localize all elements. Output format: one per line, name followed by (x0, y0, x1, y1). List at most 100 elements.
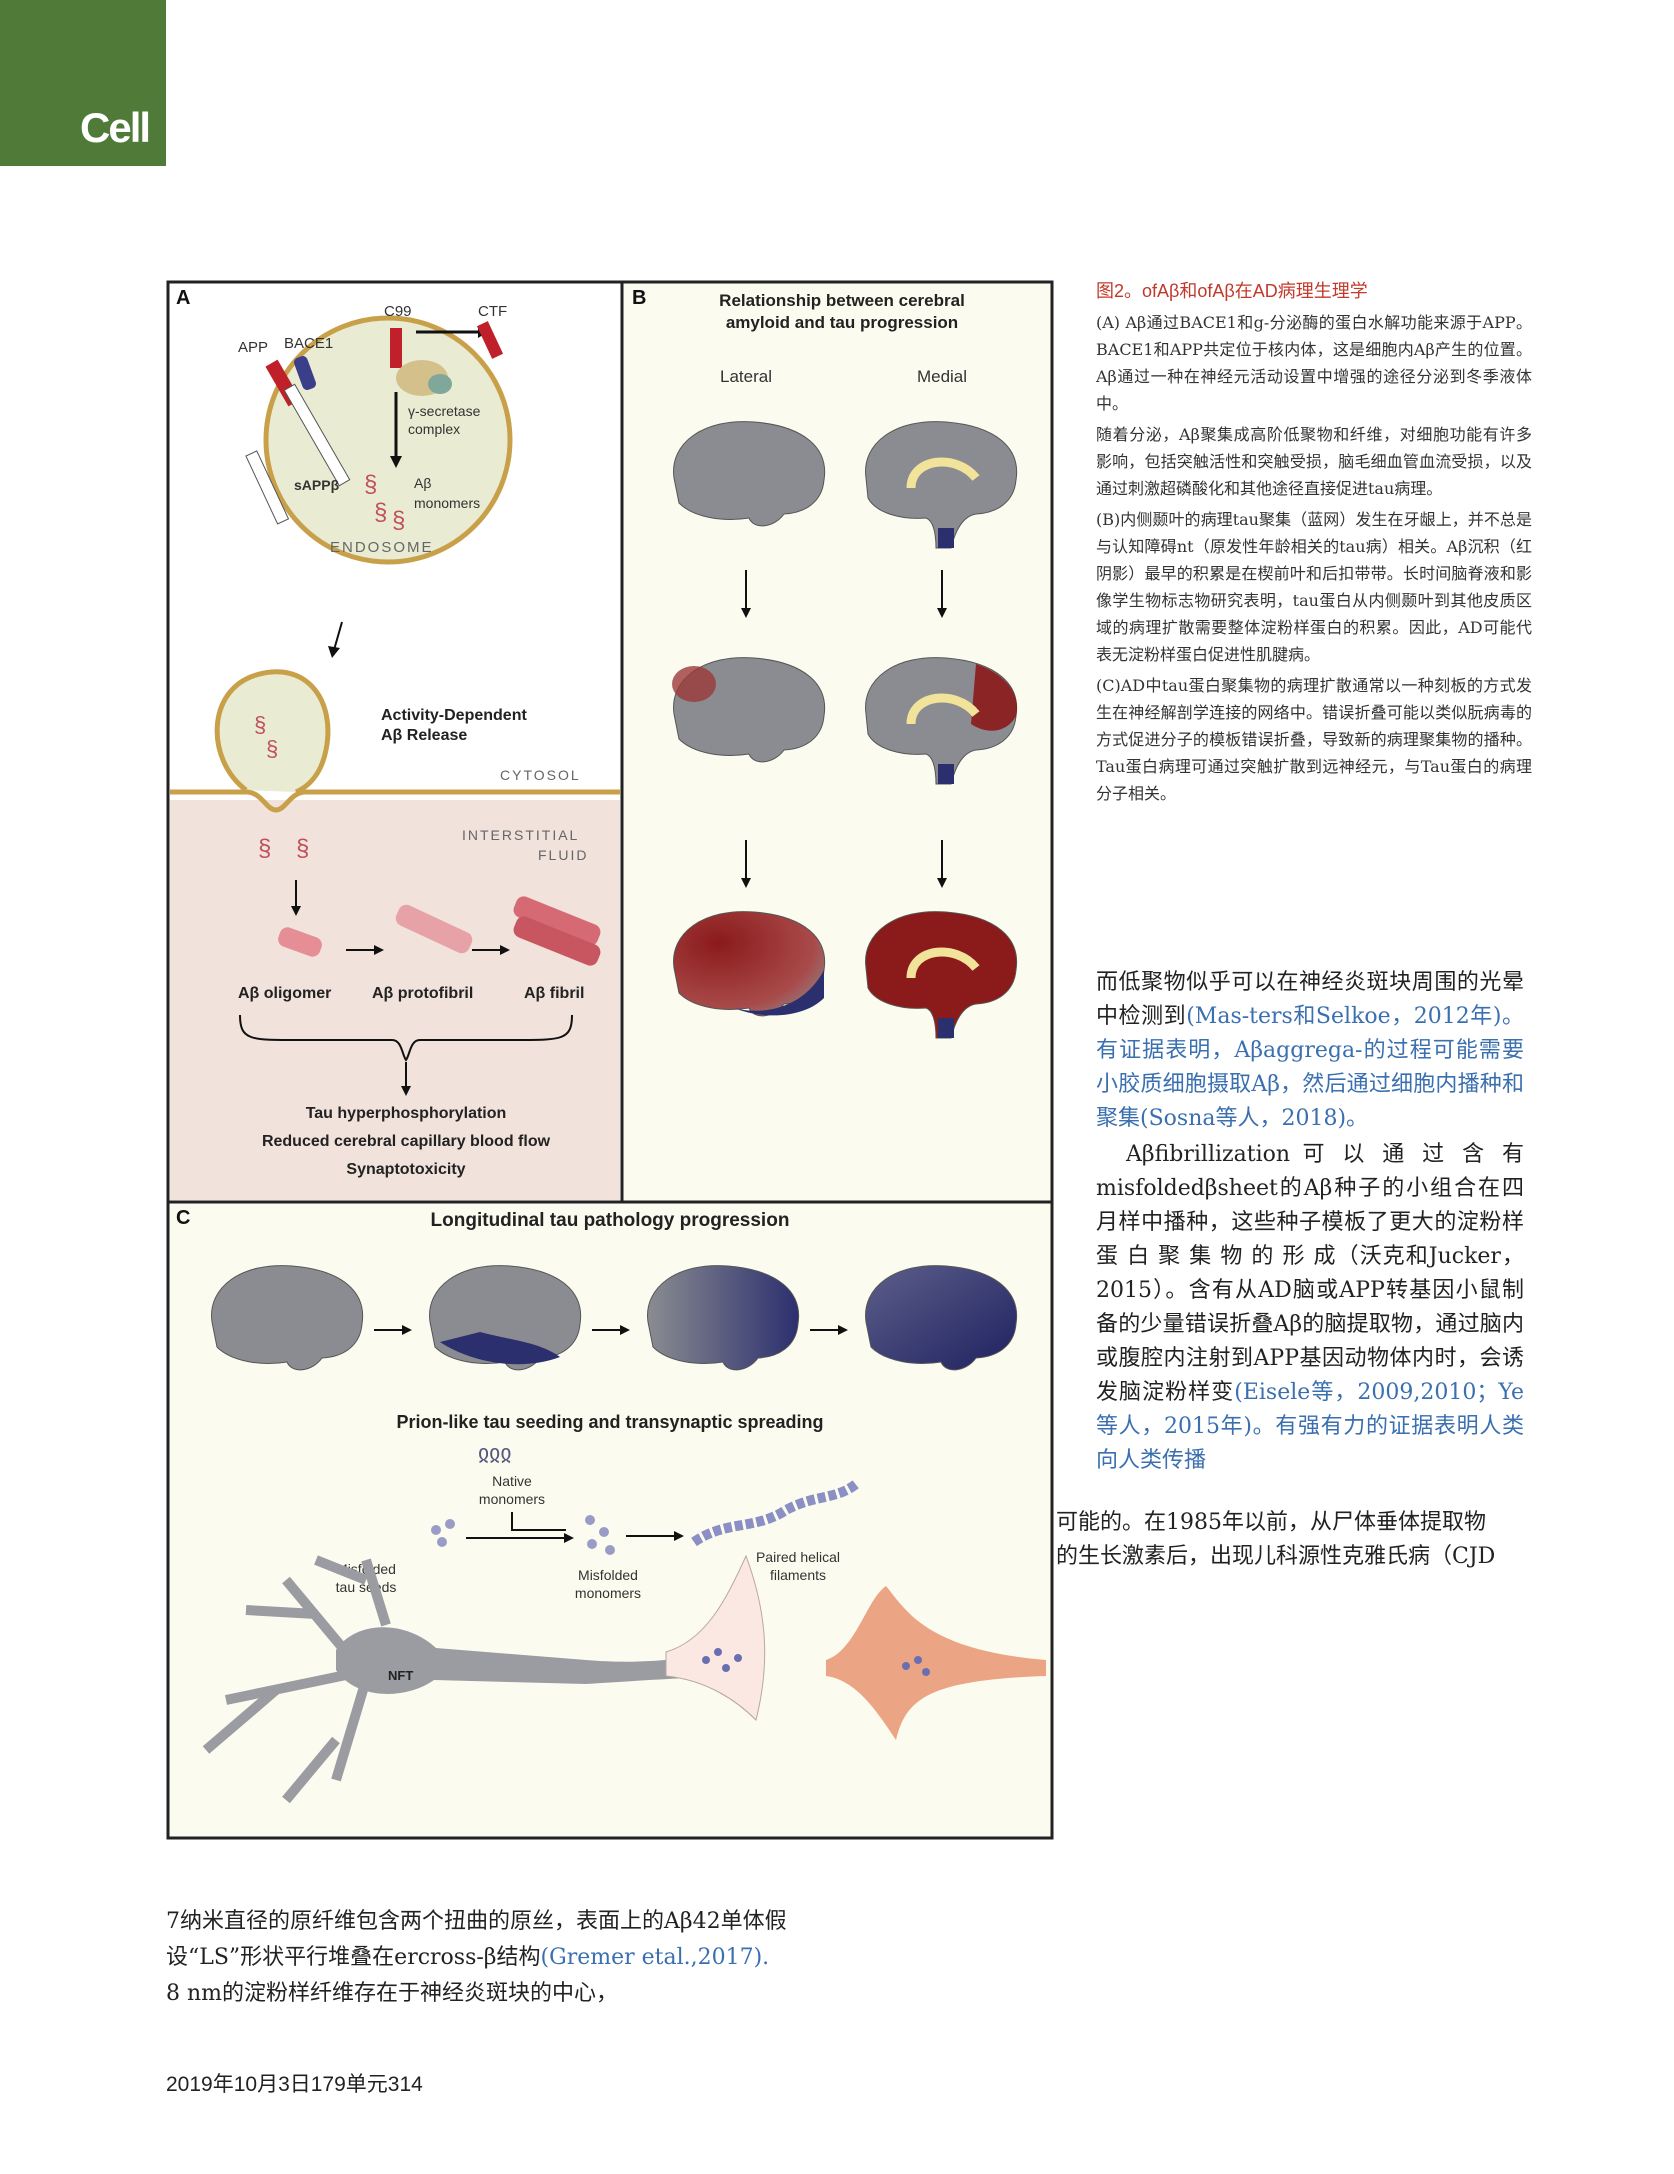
label-release2: Aβ Release (381, 727, 467, 744)
label-mismono2: monomers (575, 1585, 641, 1601)
release-monomer-2: § (266, 736, 278, 761)
label-ctf: CTF (478, 303, 507, 320)
ab-fibril (513, 896, 601, 966)
label-mismono1: Misfolded (578, 1567, 638, 1583)
arrowhead-release (328, 646, 340, 658)
panel-b-label: B (632, 287, 646, 309)
bottom-line-2-container: 设“LS”形状平行堆叠在ercross-β结构(Gremer etal.,201… (166, 1940, 886, 1976)
body-paragraph-1: 而低聚物似乎可以在神经炎斑块周围的光晕中检测到 (1096, 970, 1524, 1029)
label-app: APP (238, 339, 268, 356)
panel-a-label: A (176, 287, 190, 309)
label-c99: C99 (384, 303, 412, 320)
citation-masters-selkoe[interactable]: (Mas-ters和Selkoe，2012年)。有证据表明，Aβaggrega-… (1096, 1004, 1524, 1131)
arrowhead-monomers (390, 456, 402, 468)
figure-2: A APP BACE1 C99 CTF γ-secretase complex … (166, 280, 1054, 1840)
isf-monomer-1: § (258, 835, 271, 862)
body-paragraph-3: 可能的。在1985年以前，从尸体垂体提取物 的生长激素后，出现儿科源性克雅氏病（… (1056, 1506, 1524, 1574)
bottom-line-1: 7纳米直径的原纤维包含两个扭曲的原丝，表面上的Aβ42单体假 (166, 1909, 787, 1934)
brain-medial-1 (865, 421, 1018, 549)
axon-terminal (665, 1554, 766, 1721)
arrow-to-release (333, 621, 343, 651)
isf-monomer-2: § (296, 835, 309, 862)
arrowhead-fibril (500, 945, 510, 955)
brain-c-2 (429, 1265, 582, 1371)
citation-eisele[interactable]: (Eisele等，2009,2010；Ye等人，2015年)。有强有力的证据表明… (1096, 1380, 1524, 1473)
label-isf1: INTERSTITIAL (462, 827, 579, 843)
arrowhead-oligomer (291, 906, 301, 916)
panel-b-title-2: amyloid and tau progression (726, 313, 958, 332)
caption-paragraph-a2: 随着分泌，Aβ聚集成高阶低聚物和纤维，对细胞功能有许多影响，包括突触活性和突触受… (1096, 425, 1532, 498)
label-protofibril: Aβ protofibril (372, 985, 473, 1002)
monomer-3: § (392, 507, 405, 534)
figure-caption: 图2。ofAβ和ofAβ在AD病理生理学 (A) Aβ通过BACE1和g-分泌酶… (1096, 278, 1532, 811)
label-ab: Aβ (414, 475, 431, 491)
label-release1: Activity-Dependent (381, 707, 527, 724)
neuron-source (202, 1555, 726, 1804)
arrowhead-phf (674, 1531, 684, 1541)
caption-paragraph-b: (B)内侧颞叶的病理tau聚集（蓝网）发生在牙龈上，并不总是与认知障碍nt（原发… (1096, 510, 1532, 664)
brain-lateral-1 (673, 421, 826, 527)
ctf-fragment (476, 321, 504, 359)
arrowhead-effects (401, 1086, 411, 1096)
page-footer: 2019年10月3日179单元314 (166, 2073, 423, 2096)
panel-c-label: C (176, 1207, 190, 1229)
label-monomers: monomers (414, 495, 480, 511)
paired-helical-filament (691, 1479, 860, 1547)
label-medial: Medial (917, 367, 967, 386)
isf-region (170, 800, 620, 1200)
bace1-enzyme (294, 356, 316, 390)
label-bace1: BACE1 (284, 335, 333, 352)
arrowhead-c-3 (838, 1325, 848, 1335)
label-endosome: ENDOSOME (330, 539, 434, 556)
brain-lateral-3 (673, 911, 826, 1017)
native-monomer-glyphs: ჲჲჲ (478, 1440, 512, 1465)
effect-blood-flow: Reduced cerebral capillary blood flow (262, 1133, 551, 1150)
body-line-2: 的生长激素后，出现儿科源性克雅氏病（CJD (1056, 1544, 1496, 1569)
brain-medial-2 (865, 657, 1018, 785)
caption-paragraph-c: (C)AD中tau蛋白聚集物的病理扩散通常以一种刻板的方式发生在神经解剖学连接的… (1096, 676, 1532, 803)
body-paragraph-2: Aβfibrillization 可 以 通 过 含 有 misfoldedβs… (1096, 1142, 1524, 1405)
label-misfolded2: tau seeds (336, 1579, 397, 1595)
panel-c-subtitle: Prion-like tau seeding and transynaptic … (396, 1412, 823, 1432)
brain-lateral-2 (672, 657, 826, 763)
label-phf1: Paired helical (756, 1549, 840, 1565)
effect-tau: Tau hyperphosphorylation (306, 1105, 507, 1122)
brain-medial-3 (865, 911, 1018, 1039)
arrowhead-c-1 (402, 1325, 412, 1335)
ab-oligomer (278, 927, 322, 957)
misfolded-monomers (585, 1515, 615, 1555)
panel-c-title: Longitudinal tau pathology progression (431, 1210, 790, 1231)
release-monomer-1: § (254, 712, 266, 737)
brain-c-4 (865, 1265, 1018, 1371)
bottom-line-2: 设“LS”形状平行堆叠在ercross-β结构 (166, 1945, 541, 1970)
monomer-1: § (364, 471, 377, 498)
ab-protofibril (395, 904, 473, 954)
arrowhead-b-4 (937, 878, 947, 888)
citation-gremer[interactable]: (Gremer etal.,2017). (540, 1945, 770, 1970)
label-oligomer: Aβ oligomer (238, 985, 331, 1002)
label-gamma1: γ-secretase (408, 403, 481, 419)
label-nft: NFT (388, 1668, 413, 1683)
panel-b-title-1: Relationship between cerebral (719, 291, 965, 310)
body-text: 而低聚物似乎可以在神经炎斑块周围的光晕中检测到(Mas-ters和Selkoe，… (1096, 966, 1524, 1136)
label-cytosol: CYTOSOL (500, 767, 581, 783)
c99-fragment (390, 328, 402, 368)
caption-paragraph-a: (A) Aβ通过BACE1和g-分泌酶的蛋白水解功能来源于APP。BACE1和A… (1096, 313, 1532, 413)
arrow-native (511, 1512, 566, 1531)
endosome (263, 315, 513, 565)
body-line-1: 可能的。在1985年以前，从尸体垂体提取物 (1056, 1510, 1486, 1535)
journal-logo: Cell (0, 0, 166, 166)
target-neuron (826, 1586, 1046, 1740)
bottom-paragraph: 7纳米直径的原纤维包含两个扭曲的原丝，表面上的Aβ42单体假 设“LS”形状平行… (166, 1904, 886, 2012)
monomer-2: § (374, 499, 387, 526)
arrowhead-protofibril (374, 945, 384, 955)
gamma-secretase-subunit (428, 374, 452, 394)
label-native2: monomers (479, 1491, 545, 1507)
brace (239, 1014, 573, 1062)
label-isf2: FLUID (538, 847, 588, 863)
bottom-line-3: 8 nm的淀粉样纤维存在于神经炎斑块的中心， (166, 1981, 619, 2006)
secretory-vesicle (214, 669, 331, 795)
arrowhead-c-2 (620, 1325, 630, 1335)
brain-c-1 (211, 1265, 364, 1371)
label-gamma2: complex (408, 421, 460, 437)
